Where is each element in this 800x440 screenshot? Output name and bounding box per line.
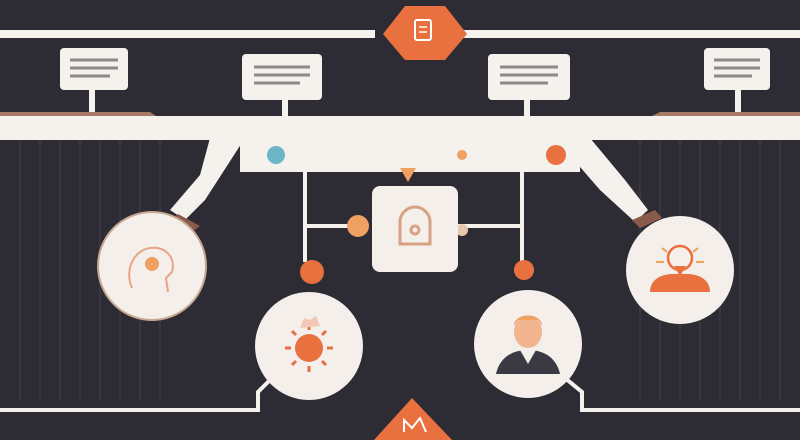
document-icon bbox=[414, 19, 432, 41]
connectors bbox=[0, 172, 800, 412]
connector-dot-left bbox=[347, 215, 369, 237]
connector-dot-right bbox=[456, 224, 468, 236]
progress-end-marker[interactable] bbox=[546, 145, 566, 165]
progress-line bbox=[267, 145, 566, 182]
top-badge[interactable] bbox=[383, 6, 467, 60]
chart-icon bbox=[403, 416, 427, 433]
tag-icon bbox=[398, 205, 432, 246]
top-rail bbox=[0, 30, 800, 38]
text-lines-icon bbox=[70, 58, 118, 78]
connector-dot-a bbox=[300, 260, 324, 284]
circle-node-idea[interactable] bbox=[255, 292, 363, 400]
note-card-4[interactable] bbox=[704, 48, 770, 112]
sun-icon bbox=[285, 316, 333, 372]
head-profile-icon bbox=[128, 246, 174, 293]
center-node[interactable] bbox=[372, 186, 458, 272]
progress-start-marker[interactable] bbox=[267, 146, 285, 164]
circle-node-team[interactable] bbox=[626, 216, 734, 324]
text-lines-icon bbox=[714, 58, 760, 78]
progress-mid-marker[interactable] bbox=[457, 150, 467, 160]
team-icon bbox=[650, 244, 710, 292]
person-avatar-icon bbox=[496, 315, 560, 374]
text-lines-icon bbox=[254, 65, 310, 85]
bottom-badge[interactable] bbox=[374, 398, 452, 440]
note-card-1[interactable] bbox=[60, 48, 128, 112]
circle-node-thinker[interactable] bbox=[97, 211, 207, 321]
connector-dot-b bbox=[514, 260, 534, 280]
text-lines-icon bbox=[500, 65, 558, 85]
circle-node-person[interactable] bbox=[474, 290, 582, 398]
progress-pointer-icon bbox=[400, 168, 416, 182]
